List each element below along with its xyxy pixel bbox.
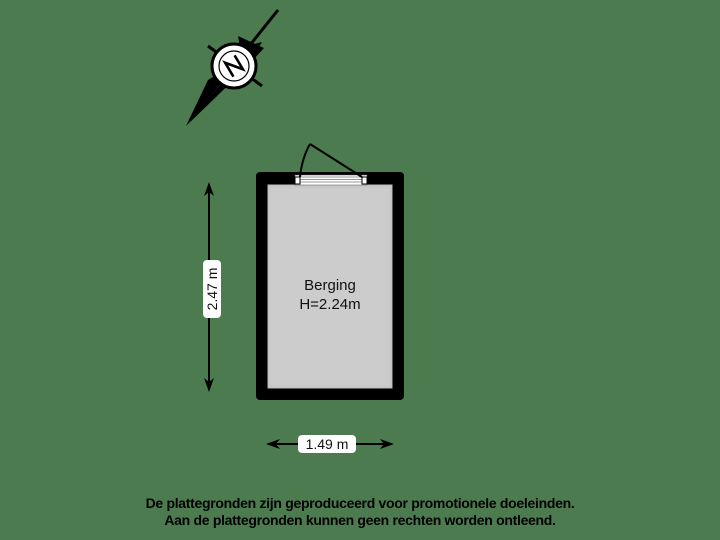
room-label: Berging H=2.24m [268,276,392,314]
room-height: H=2.24m [299,296,361,313]
width-dimension-label: 1.49 m [298,435,356,453]
room-name: Berging [304,277,356,294]
height-dimension-label: 2.47 m [203,260,221,318]
disclaimer-line-2: Aan de plattegronden kunnen geen rechten… [164,512,556,528]
door-swing [299,143,363,178]
north-arrow-icon [186,9,280,126]
disclaimer-line-1: De plattegronden zijn geproduceerd voor … [145,495,575,511]
window [294,174,368,186]
floor [267,184,393,389]
